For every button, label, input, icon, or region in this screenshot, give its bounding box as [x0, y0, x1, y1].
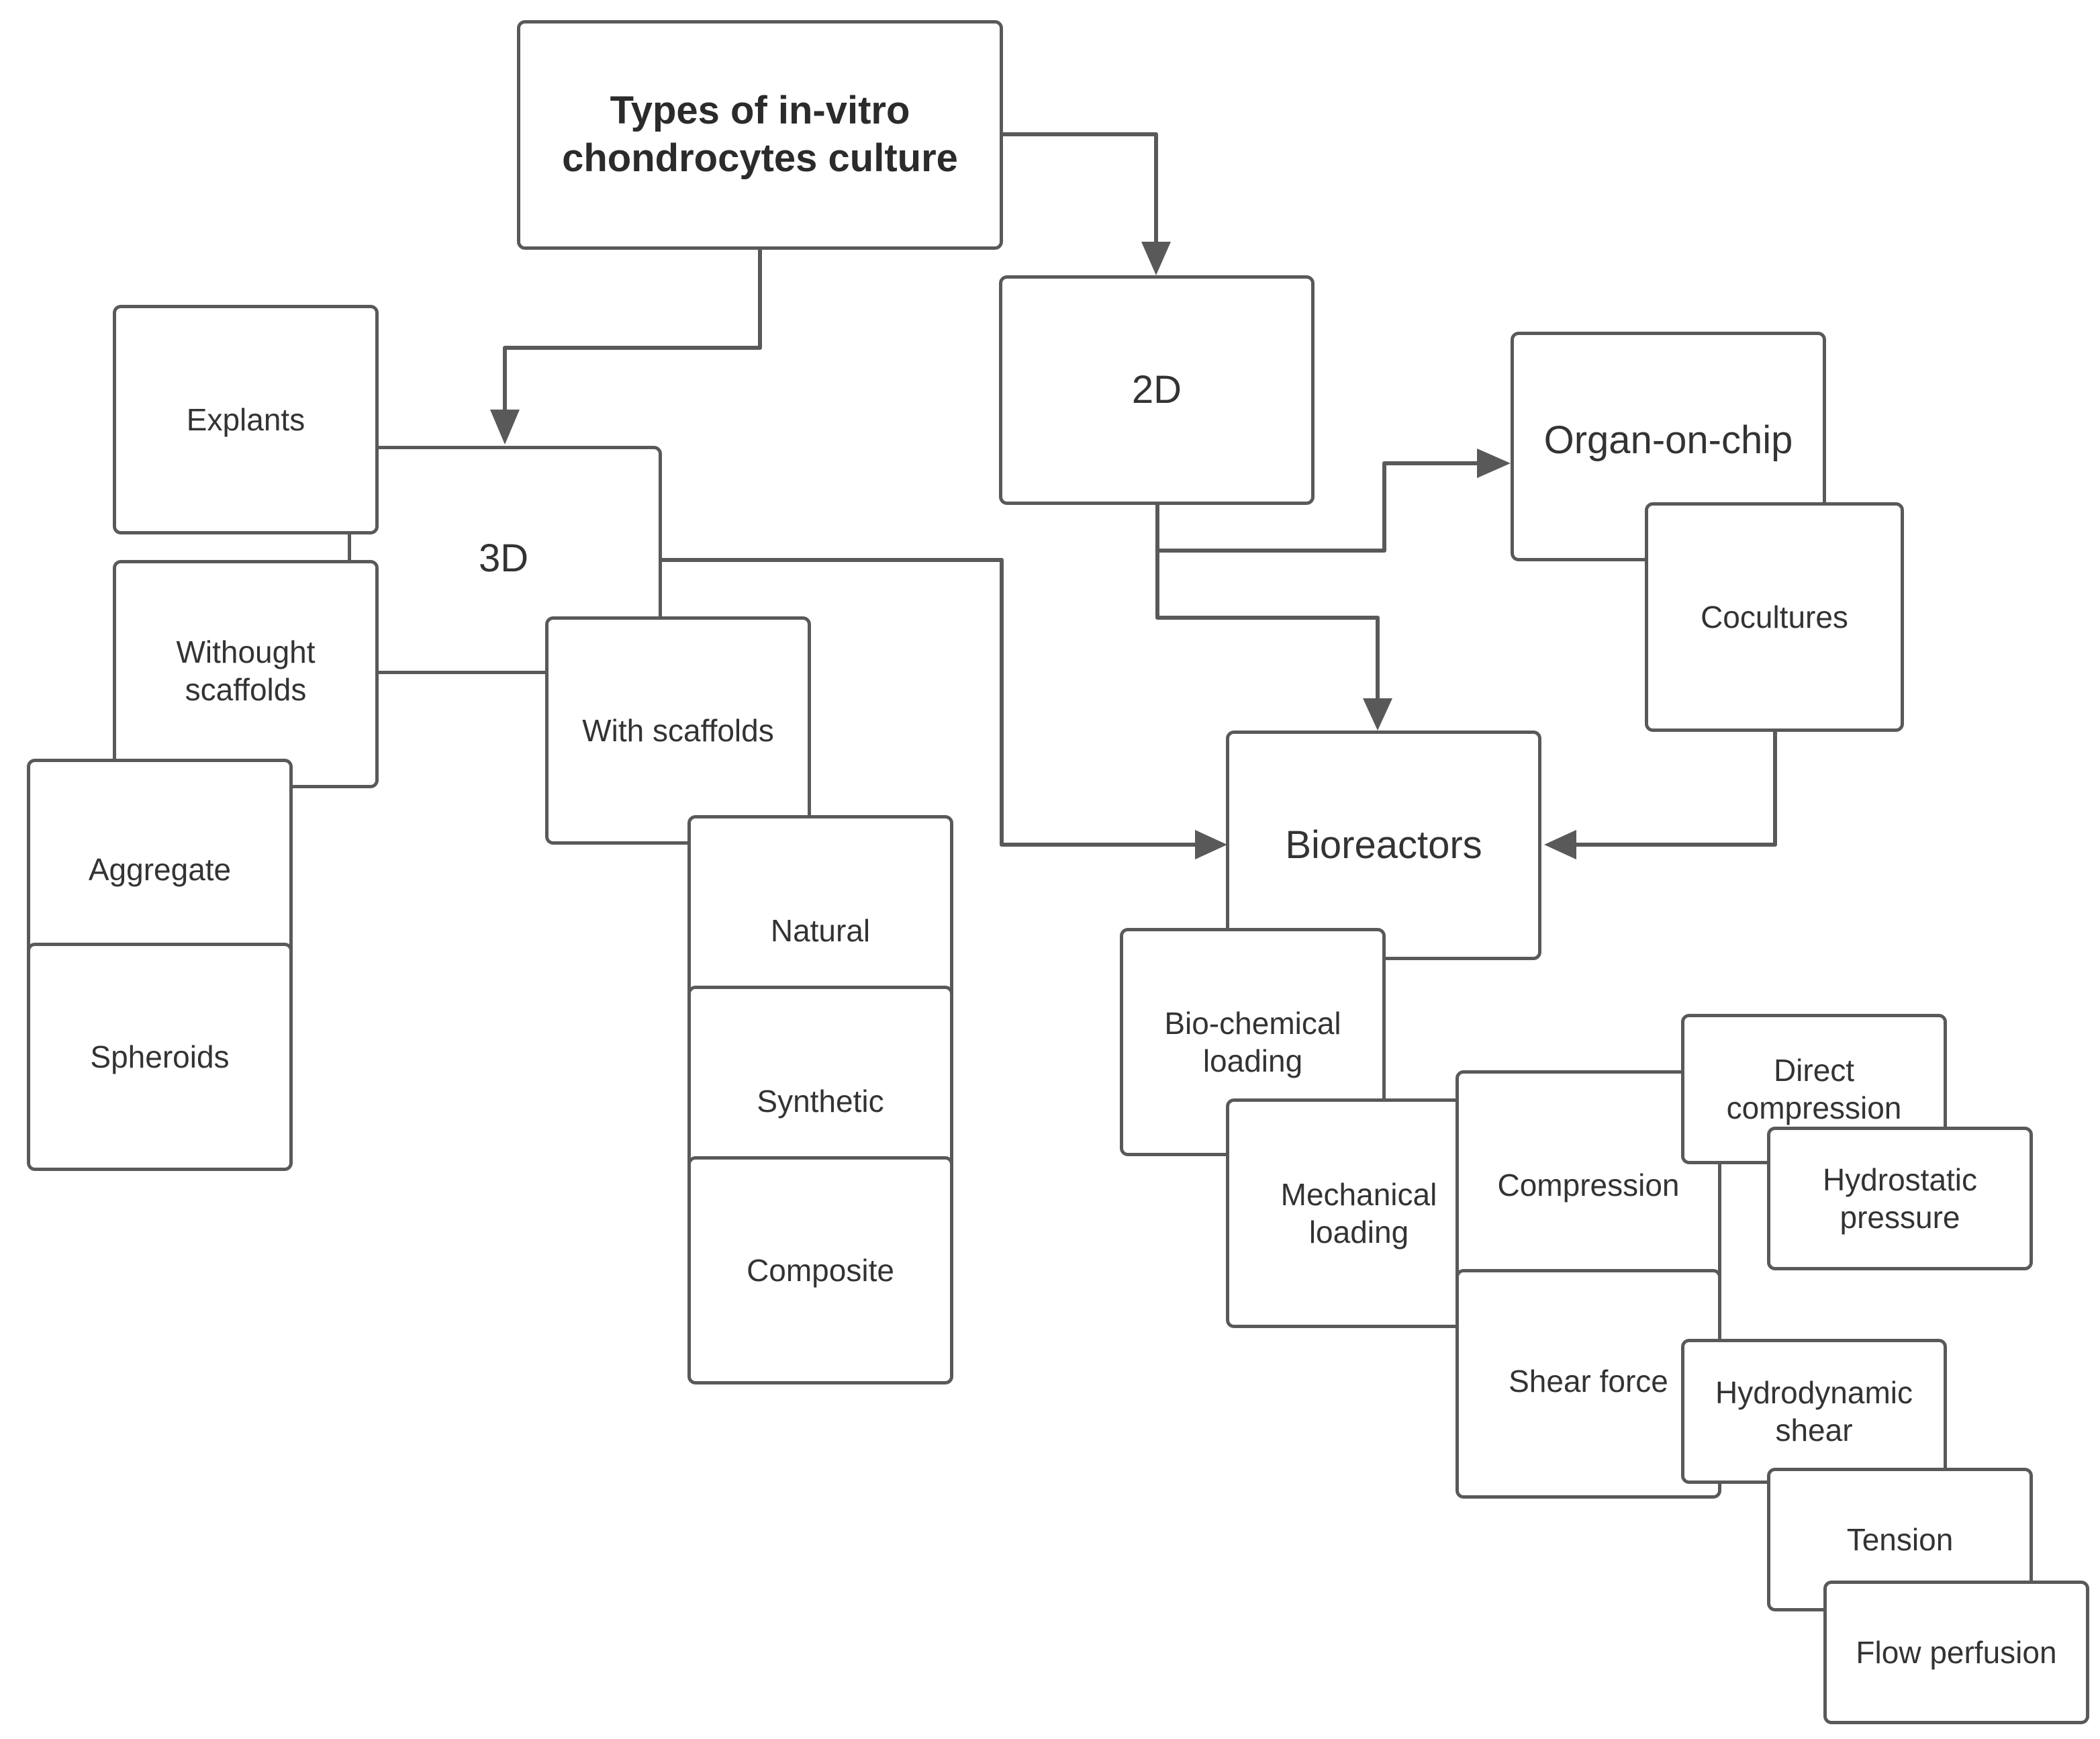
node-hydrodynamic-shear: Hydrodynamic shear	[1681, 1339, 1947, 1484]
arrow-2d-to-organ-on-chip	[1155, 461, 1479, 553]
node-explants: Explants	[113, 305, 379, 534]
arrowhead-bioreactors-left	[1195, 830, 1227, 859]
node-mechanical-loading: Mechanical loading	[1226, 1098, 1492, 1328]
arrowhead-2d	[1141, 242, 1171, 275]
arrow-root-to-2d	[1000, 132, 1158, 244]
node-flow-perfusion: Flow perfusion	[1823, 1581, 2089, 1724]
node-compression: Compression	[1455, 1070, 1721, 1300]
node-with-scaffolds: With scaffolds	[545, 616, 811, 845]
arrow-root-to-3d	[503, 246, 762, 417]
node-shear-force: Shear force	[1455, 1269, 1721, 1499]
arrow-2d-to-bioreactors	[1155, 503, 1380, 707]
node-hydrostatic-pressure: Hydrostatic pressure	[1767, 1127, 2033, 1270]
node-root: Types of in-vitro chondrocytes culture	[517, 20, 1003, 250]
node-2d: 2D	[999, 275, 1315, 505]
node-bioreactors: Bioreactors	[1226, 731, 1541, 960]
node-spheroids: Spheroids	[27, 943, 293, 1171]
node-composite: Composite	[687, 1156, 953, 1384]
arrowhead-3d	[490, 410, 520, 444]
arrowhead-bioreactors-top	[1363, 698, 1392, 731]
arrowhead-bioreactors-right	[1544, 830, 1576, 859]
node-cocultures: Cocultures	[1645, 502, 1904, 732]
node-without-scaffolds: Withought scaffolds	[113, 560, 379, 788]
arrow-cocultures-to-bioreactors	[1566, 728, 1777, 847]
arrow-3d-to-bioreactors	[659, 558, 1201, 847]
arrowhead-organ-on-chip	[1477, 449, 1511, 478]
